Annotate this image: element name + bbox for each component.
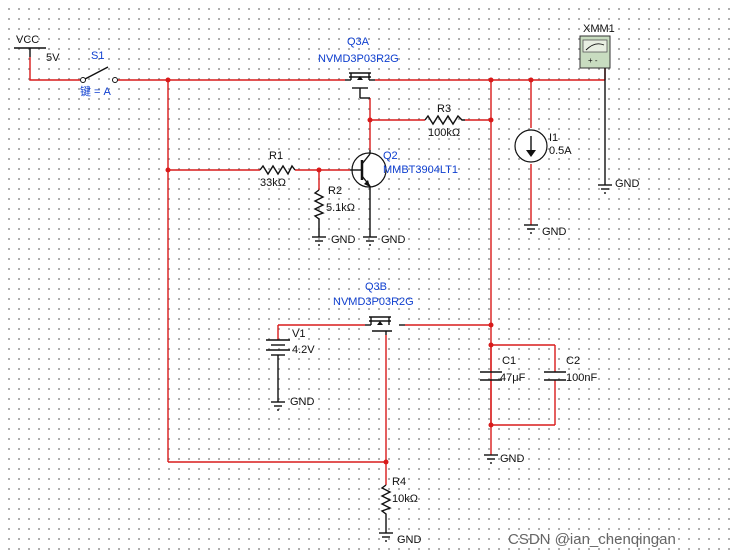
resistor-r3[interactable]: R3 100kΩ	[424, 103, 465, 139]
capacitor-c2[interactable]: C2 100nF	[544, 355, 597, 384]
junction-dot	[488, 422, 494, 428]
q3a-ref: Q3A	[347, 36, 370, 48]
junction-dot	[528, 77, 534, 83]
q2-part: MMBT3904LT1	[383, 164, 458, 176]
gnd-label: GND	[397, 534, 422, 546]
q3a-part: NVMD3P03R2G	[318, 53, 399, 65]
c1-value: 47μF	[500, 372, 526, 384]
multimeter-xmm1[interactable]: + - XMM1	[579, 23, 615, 185]
mosfet-q3b[interactable]: Q3B NVMD3P03R2G	[333, 281, 414, 335]
c1-ref: C1	[502, 355, 516, 367]
c2-ref: C2	[566, 355, 580, 367]
r4-ref: R4	[392, 476, 406, 488]
q3b-ref: Q3B	[365, 281, 387, 293]
s1-key: 键 = A	[80, 84, 112, 98]
r1-ref: R1	[269, 150, 283, 162]
wires	[29, 57, 606, 485]
r4-value: 10kΩ	[392, 493, 418, 505]
ground-gnd-r4: GND	[379, 532, 422, 546]
junction-dot	[488, 322, 494, 328]
q3b-part: NVMD3P03R2G	[333, 296, 414, 308]
vcc-name: VCC	[16, 34, 39, 46]
v1-ref: V1	[292, 328, 305, 340]
xmm1-indicators: + -	[588, 56, 598, 65]
switch-s1[interactable]: S1 键 = A	[80, 50, 118, 98]
junction-dot	[367, 117, 373, 123]
junction-dot	[165, 167, 171, 173]
r1-value: 33kΩ	[260, 177, 286, 189]
gnd-label: GND	[500, 453, 525, 465]
ground-gnd-v1: GND	[271, 396, 315, 411]
gnd-label: GND	[331, 234, 356, 246]
c2-value: 100nF	[566, 372, 597, 384]
xmm1-ref: XMM1	[583, 23, 615, 35]
ground-gnd-i1: GND	[524, 224, 567, 238]
junction-dot	[383, 459, 389, 465]
resistor-r2[interactable]: R2 5.1kΩ	[313, 185, 355, 237]
junction-dot	[488, 117, 494, 123]
q2-ref: Q2	[383, 150, 398, 162]
current-source-i1[interactable]: I1 0.5A	[514, 129, 572, 163]
gnd-label: GND	[542, 226, 567, 238]
gnd-label: GND	[290, 396, 315, 408]
s1-ref: S1	[91, 50, 104, 62]
battery-v1[interactable]: V1 4.2V	[266, 328, 315, 402]
resistor-r1[interactable]: R1 33kΩ	[259, 150, 296, 189]
junction-dot	[488, 77, 494, 83]
r2-ref: R2	[328, 185, 342, 197]
ground-gnd-caps: GND	[484, 453, 525, 465]
ground-gnd-r2: GND	[312, 234, 356, 246]
resistor-r4[interactable]: R4 10kΩ	[380, 476, 418, 533]
mosfet-q3a[interactable]: Q3A NVMD3P03R2G	[318, 36, 399, 99]
v1-value: 4.2V	[292, 344, 315, 356]
vcc-value: 5V	[46, 52, 60, 64]
r3-value: 100kΩ	[428, 127, 460, 139]
junction-dots	[165, 77, 534, 465]
i1-value: 0.5A	[549, 145, 572, 157]
transistor-q2[interactable]: Q2 MMBT3904LT1	[350, 150, 458, 237]
r3-ref: R3	[437, 103, 451, 115]
r2-value: 5.1kΩ	[326, 202, 355, 214]
gnd-label: GND	[381, 234, 406, 246]
junction-dot	[316, 167, 322, 173]
ground-gnd-xmm1: GND	[598, 178, 640, 194]
junction-dot	[488, 342, 494, 348]
gnd-label: GND	[615, 178, 640, 190]
ground-gnd-q2: GND	[363, 234, 406, 246]
i1-ref: I1	[549, 132, 558, 144]
watermark: CSDN @ian_chenqingan	[508, 531, 676, 548]
junction-dot	[165, 77, 171, 83]
capacitor-c1[interactable]: C1 47μF	[480, 355, 526, 384]
vcc-source[interactable]: VCC 5V	[14, 34, 60, 64]
